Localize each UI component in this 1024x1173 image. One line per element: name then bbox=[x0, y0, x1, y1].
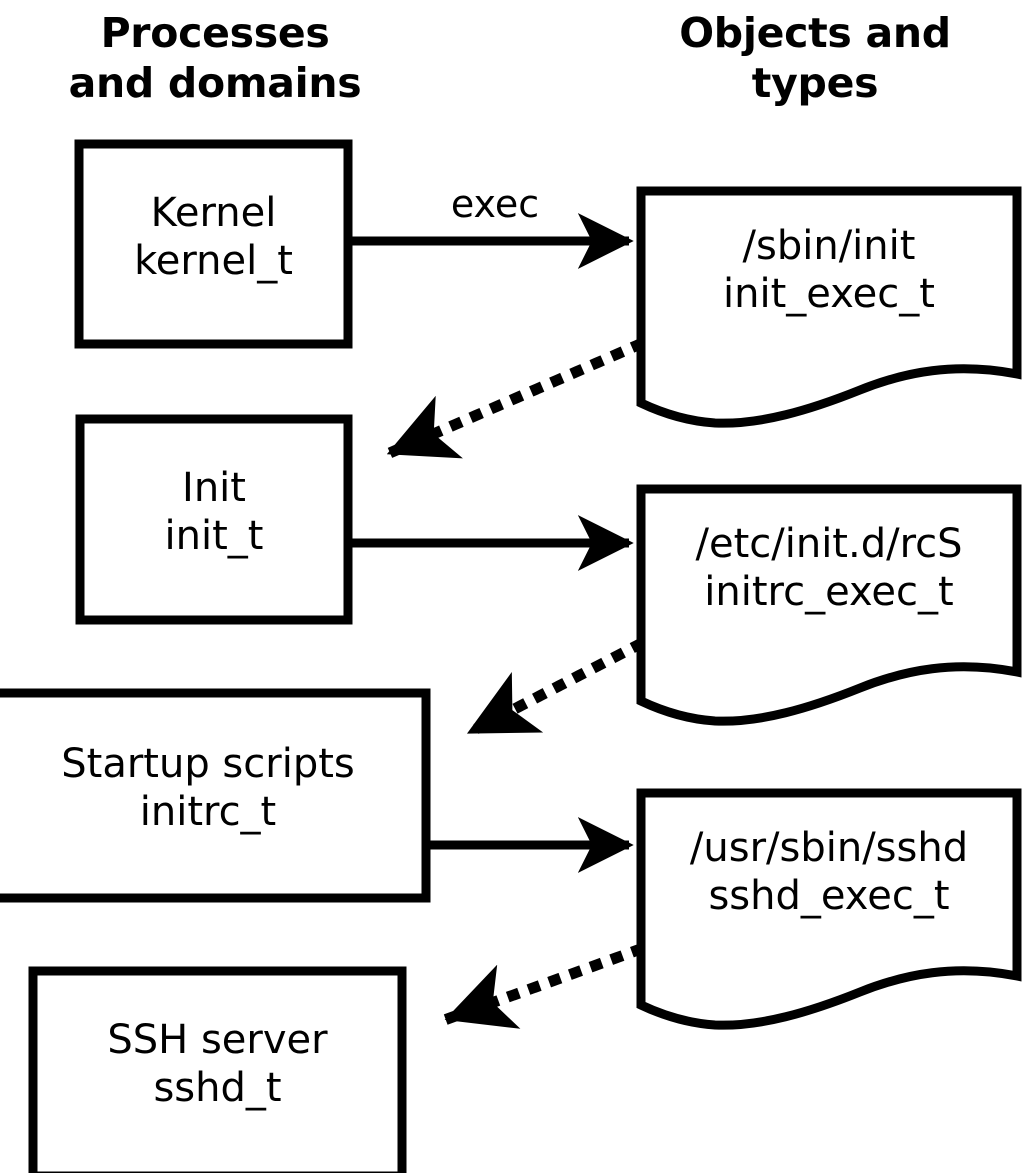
process-label-init-name: Init bbox=[182, 465, 246, 511]
column-header-processes-line2: and domains bbox=[68, 59, 362, 108]
edge-init-exec-to-init bbox=[384, 337, 646, 460]
object-label-sshd-exec-type: sshd_exec_t bbox=[708, 873, 950, 919]
column-header-processes: Processes and domains bbox=[10, 8, 420, 108]
object-doc-sshd-exec[interactable] bbox=[636, 788, 1022, 1030]
process-label-initrc: Startup scripts initrc_t bbox=[0, 740, 426, 836]
process-label-sshd: SSH server sshd_t bbox=[33, 1016, 402, 1112]
object-label-initrc-exec-type: initrc_exec_t bbox=[704, 569, 954, 615]
column-header-objects: Objects and types bbox=[610, 8, 1020, 108]
process-box-sshd[interactable] bbox=[28, 966, 407, 1173]
object-doc-initrc-exec[interactable] bbox=[636, 484, 1022, 726]
column-header-objects-line2: types bbox=[751, 59, 879, 108]
process-label-kernel-name: Kernel bbox=[150, 190, 277, 236]
object-doc-init-exec[interactable] bbox=[636, 186, 1022, 428]
edge-label-exec: exec bbox=[450, 182, 540, 226]
object-label-initrc-exec-path: /etc/init.d/rcS bbox=[695, 521, 963, 567]
process-box-init[interactable] bbox=[75, 414, 353, 625]
process-box-initrc[interactable] bbox=[0, 688, 431, 903]
object-label-sshd-exec-path: /usr/sbin/sshd bbox=[689, 825, 969, 871]
process-box-kernel[interactable] bbox=[74, 139, 353, 349]
process-label-kernel-type: kernel_t bbox=[134, 238, 293, 284]
column-header-objects-line1: Objects and bbox=[679, 9, 951, 57]
column-header-processes-line1: Processes bbox=[100, 9, 330, 57]
object-label-sshd-exec: /usr/sbin/sshd sshd_exec_t bbox=[641, 824, 1017, 920]
process-label-initrc-type: initrc_t bbox=[139, 789, 277, 835]
process-label-initrc-name: Startup scripts bbox=[61, 741, 355, 787]
object-label-init-exec: /sbin/init init_exec_t bbox=[641, 222, 1017, 318]
process-label-sshd-type: sshd_t bbox=[153, 1065, 282, 1111]
edge-initrc-exec-to-initrc bbox=[464, 637, 646, 739]
object-label-init-exec-type: init_exec_t bbox=[723, 271, 935, 317]
process-label-sshd-name: SSH server bbox=[107, 1017, 328, 1063]
process-label-kernel: Kernel kernel_t bbox=[79, 189, 348, 285]
process-label-init: Init init_t bbox=[80, 464, 348, 560]
object-label-initrc-exec: /etc/init.d/rcS initrc_exec_t bbox=[641, 520, 1017, 616]
object-label-init-exec-path: /sbin/init bbox=[742, 223, 916, 269]
process-label-init-type: init_t bbox=[164, 513, 264, 559]
edge-sshd-exec-to-sshd bbox=[442, 942, 646, 1029]
